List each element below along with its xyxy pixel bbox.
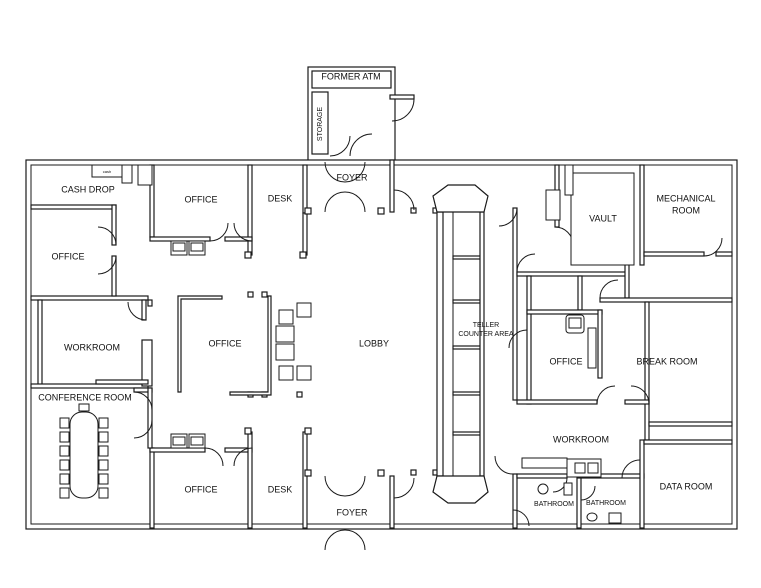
svg-text:cash: cash	[103, 169, 111, 174]
furniture: cash	[59, 164, 635, 524]
conference-chairs	[59, 403, 109, 499]
door-swings	[97, 161, 723, 551]
center-office	[177, 295, 272, 396]
label-office-bottom-left: OFFICE	[185, 484, 218, 494]
label-data-room: DATA ROOM	[660, 481, 713, 491]
label-office-top-left: OFFICE	[185, 194, 218, 204]
label-desk-bottom: DESK	[268, 484, 293, 494]
label-office-right: OFFICE	[550, 356, 583, 366]
label-office-center: OFFICE	[209, 338, 242, 348]
label-mechanical-line2: ROOM	[672, 205, 700, 215]
label-mechanical-line1: MECHANICAL	[656, 193, 715, 203]
label-conference-room: CONFERENCE ROOM	[38, 392, 132, 402]
label-cash-drop: CASH DROP	[61, 184, 115, 194]
label-foyer-top: FOYER	[336, 172, 368, 182]
label-workroom-left: WORKROOM	[64, 342, 120, 352]
label-bathroom-2: BATHROOM	[586, 500, 626, 507]
label-vault: VAULT	[589, 213, 617, 223]
label-office-left: OFFICE	[52, 251, 85, 261]
label-teller-line1: TELLER	[473, 322, 499, 329]
label-desk-top: DESK	[268, 193, 293, 203]
label-teller-line2: COUNTER AREA	[458, 331, 514, 338]
label-break-room: BREAK ROOM	[636, 356, 697, 366]
interior-walls	[30, 159, 733, 529]
atm-annex	[307, 66, 415, 163]
label-foyer-bottom: FOYER	[336, 507, 368, 517]
label-lobby: LOBBY	[359, 338, 389, 348]
label-former-atm: FORMER ATM	[321, 71, 380, 81]
teller-counter	[432, 184, 489, 504]
label-storage: STORAGE	[317, 107, 324, 141]
room-labels: FORMER ATM STORAGE FOYER FOYER CASH DROP…	[38, 71, 715, 517]
label-bathroom-1: BATHROOM	[534, 501, 574, 508]
label-workroom-right: WORKROOM	[553, 434, 609, 444]
